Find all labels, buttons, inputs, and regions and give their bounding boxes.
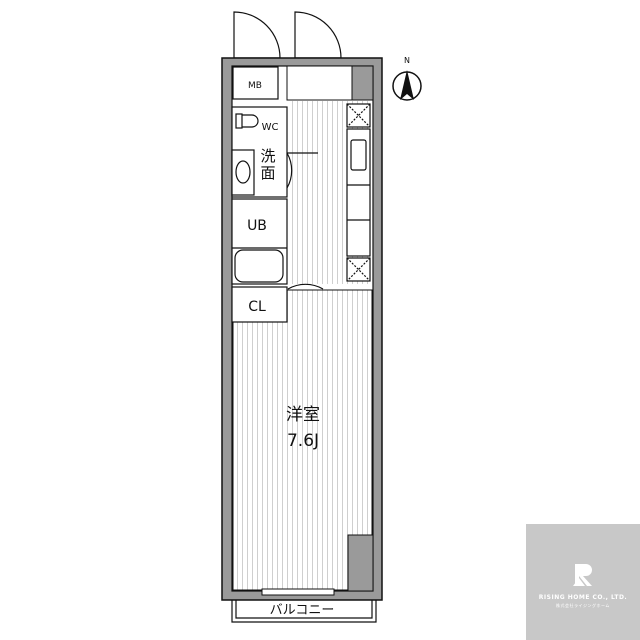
- wc-label: WC: [262, 122, 279, 133]
- north-label: N: [404, 56, 410, 65]
- wet-area: [231, 106, 324, 323]
- balcony-label: バルコニー: [270, 603, 335, 618]
- washroom-label-2: 面: [260, 164, 275, 182]
- north-compass-icon: [392, 70, 422, 101]
- washroom-label-1: 洗: [260, 147, 275, 165]
- kitchen-counter: [346, 103, 371, 282]
- western-room-size: 7.6J: [287, 431, 319, 451]
- balcony-window: [261, 588, 335, 596]
- western-room-label: 洋室: [286, 405, 320, 425]
- balcony: [231, 600, 377, 623]
- watermark-company-en: RISING HOME CO., LTD.: [538, 594, 628, 601]
- watermark: RISING HOME CO., LTD. 株式会社ライジングホーム: [526, 524, 640, 640]
- mb-label: MB: [248, 81, 262, 91]
- watermark-company-jp: 株式会社ライジングホーム: [556, 603, 610, 608]
- cl-label: CL: [248, 299, 266, 315]
- rising-home-logo-icon: [573, 564, 592, 586]
- ub-label: UB: [247, 218, 267, 234]
- entry-doors: [233, 11, 342, 59]
- mb-closet: [232, 66, 279, 100]
